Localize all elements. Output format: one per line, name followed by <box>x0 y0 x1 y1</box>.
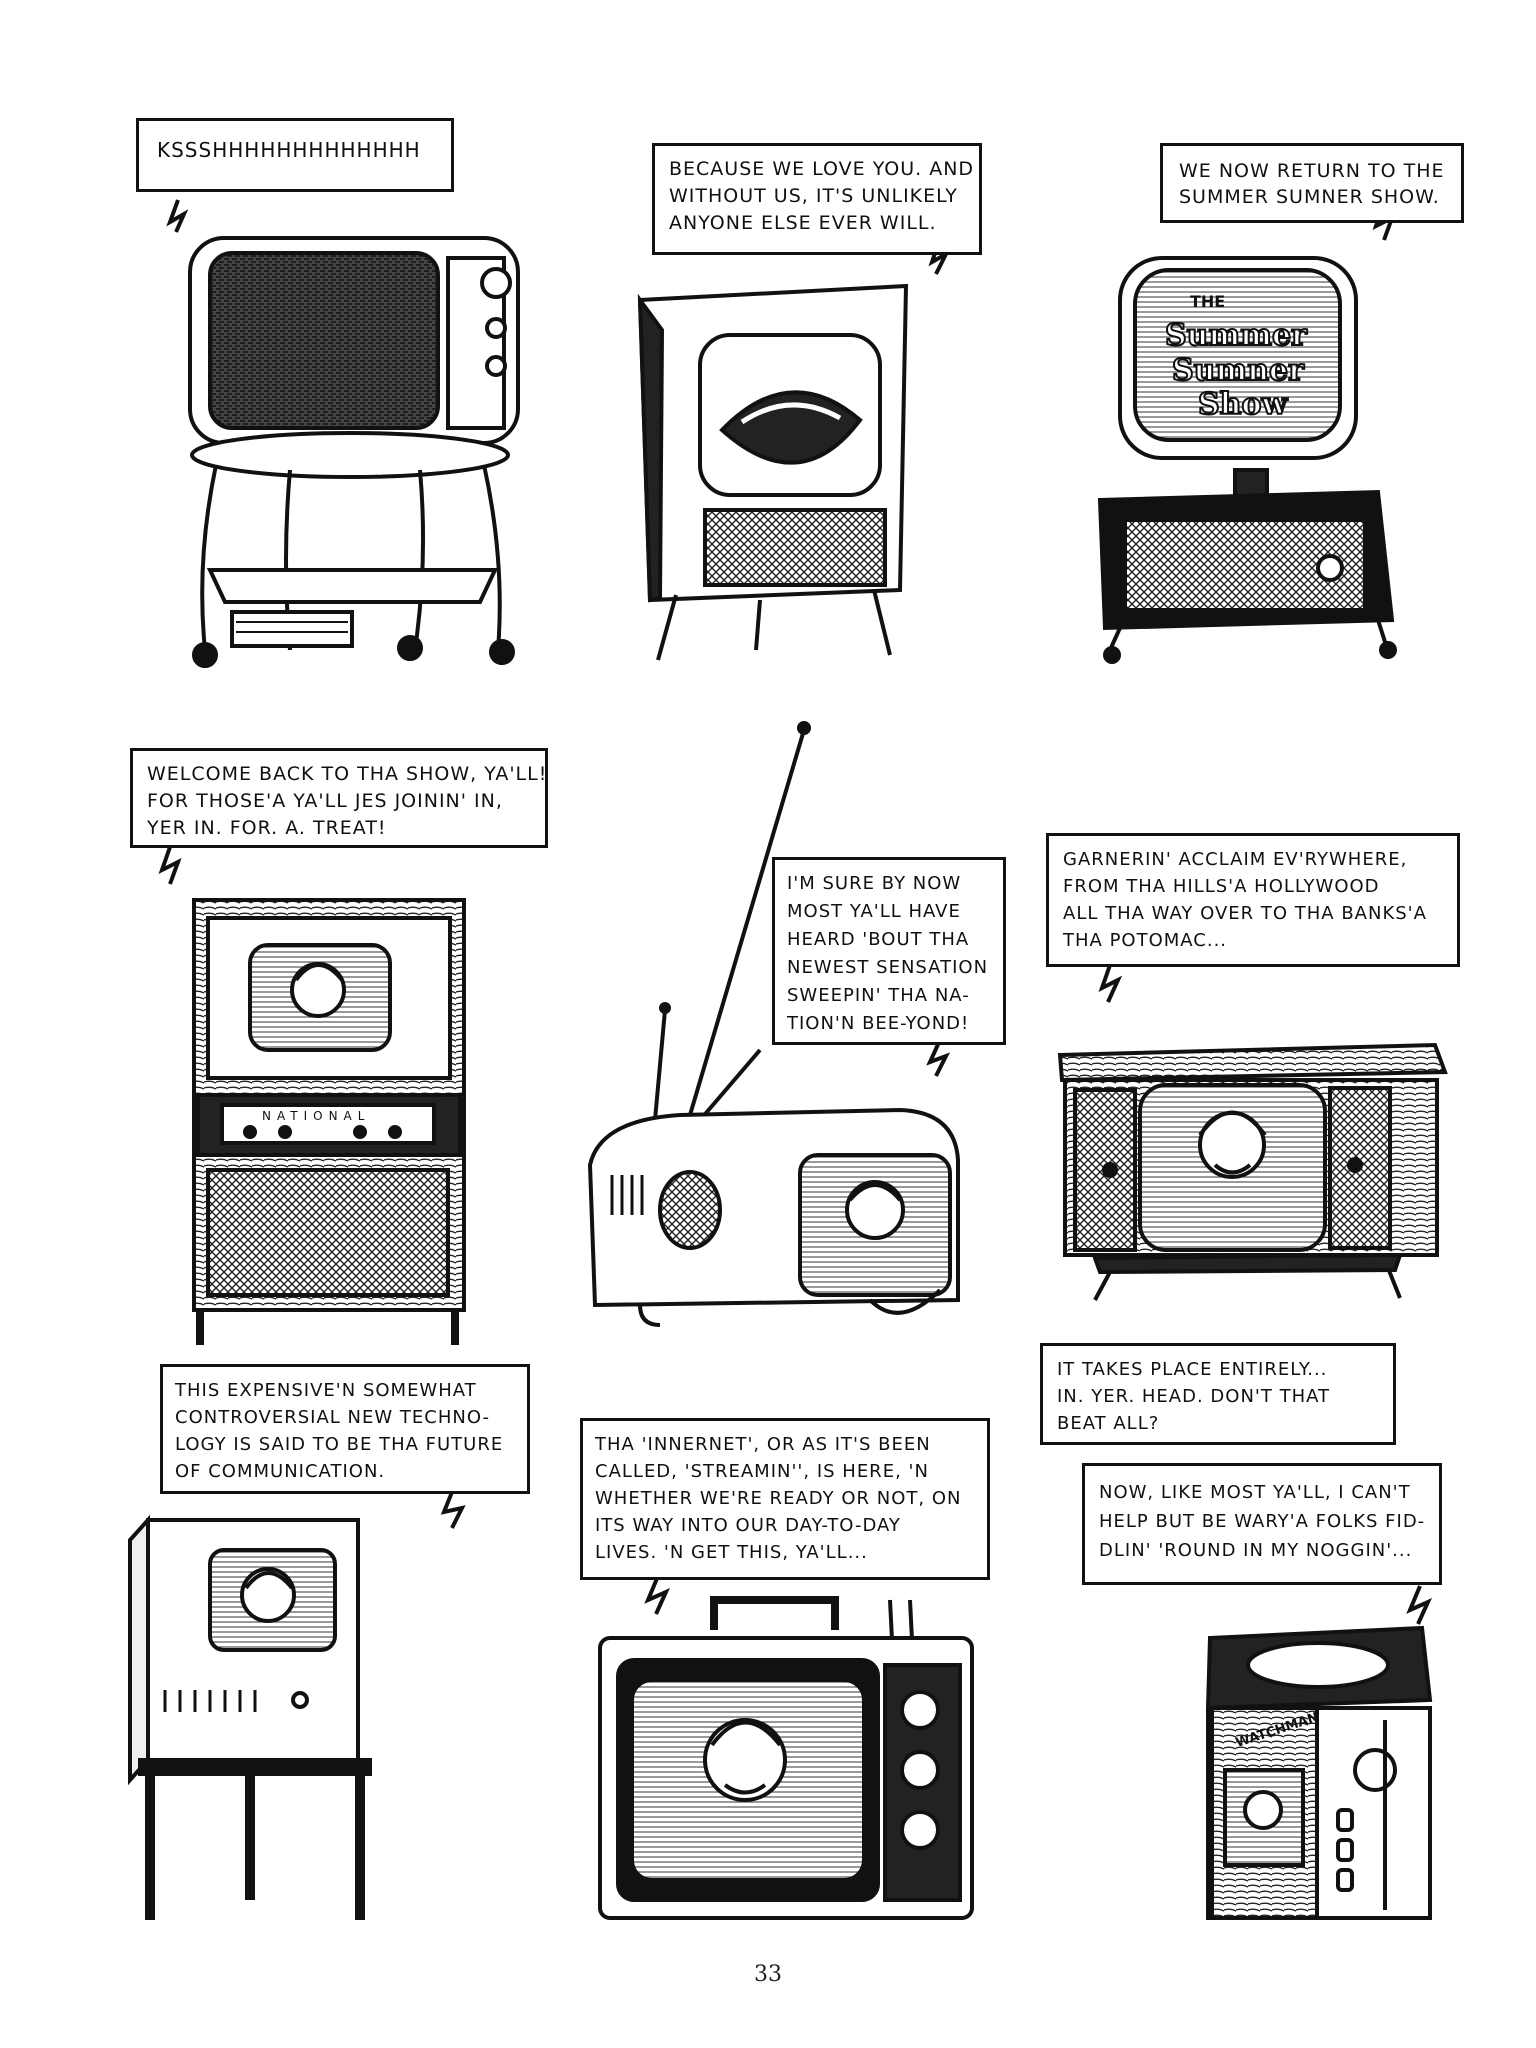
tv-portable-antenna <box>587 721 960 1327</box>
speech-line: WELCOME BACK TO THA SHOW, YA'LL! <box>147 763 548 785</box>
speech-line: ALL THA WAY OVER TO THA BANKS'A <box>1063 903 1427 924</box>
speech-line: IN. YER. HEAD. DON'T THAT <box>1057 1386 1331 1407</box>
tv-portable-handle <box>598 1596 974 1920</box>
tv-wood-cabinet <box>1057 1042 1448 1301</box>
speech-line: WITHOUT US, IT'S UNLIKELY <box>669 185 958 207</box>
speech-line: NEWEST SENSATION <box>787 957 989 978</box>
speech-line: THA 'INNERNET', OR AS IT'S BEEN <box>595 1434 931 1455</box>
speech-line: WHETHER WE'RE READY OR NOT, ON <box>595 1488 962 1509</box>
speech-line: BEAT ALL? <box>1057 1413 1160 1434</box>
speech-bubble-welcome: WELCOME BACK TO THA SHOW, YA'LL! FOR THO… <box>130 748 548 848</box>
speech-line: THA POTOMAC... <box>1063 930 1228 951</box>
speech-line: LOGY IS SAID TO BE THA FUTURE <box>175 1434 504 1455</box>
speech-line: KSSSHHHHHHHHHHHHH <box>157 138 421 162</box>
speech-line: SWEEPIN' THA NA- <box>787 985 970 1006</box>
speech-bubble-internet: THA 'INNERNET', OR AS IT'S BEEN CALLED, … <box>580 1418 990 1580</box>
speech-bubble-noggin: NOW, LIKE MOST YA'LL, I CAN'T HELP BUT B… <box>1082 1463 1442 1585</box>
speech-line: ANYONE ELSE EVER WILL. <box>669 212 937 234</box>
speech-line: BECAUSE WE LOVE YOU. AND <box>669 158 975 180</box>
speech-line: FROM THA HILLS'A HOLLYWOOD <box>1063 876 1380 897</box>
speech-bubble-technology: THIS EXPENSIVE'N SOMEWHAT CONTROVERSIAL … <box>160 1364 530 1494</box>
speech-line: DLIN' 'ROUND IN MY NOGGIN'... <box>1099 1540 1413 1561</box>
speech-line: IT TAKES PLACE ENTIRELY... <box>1057 1359 1328 1380</box>
speech-bubble-love: BECAUSE WE LOVE YOU. AND WITHOUT US, IT'… <box>652 143 982 255</box>
speech-line: YER IN. FOR. A. TREAT! <box>147 817 387 839</box>
speech-line: CONTROVERSIAL NEW TECHNO- <box>175 1407 491 1428</box>
speech-line: CALLED, 'STREAMIN'', IS HERE, 'N <box>595 1461 929 1482</box>
tv-watchman: WATCHMAN <box>1205 1625 1433 1920</box>
speech-line: SUMMER SUMNER SHOW. <box>1179 186 1440 208</box>
show-title-show: Show <box>1198 387 1288 422</box>
speech-line: MOST YA'LL HAVE <box>787 901 961 922</box>
speech-bubble-sensation: I'M SURE BY NOW MOST YA'LL HAVE HEARD 'B… <box>772 857 1006 1045</box>
speech-bubble-acclaim: GARNERIN' ACCLAIM EV'RYWHERE, FROM THA H… <box>1046 833 1460 967</box>
speech-line: THIS EXPENSIVE'N SOMEWHAT <box>175 1380 477 1401</box>
speech-bubble-return: WE NOW RETURN TO THE SUMMER SUMNER SHOW. <box>1160 143 1464 223</box>
speech-line: WE NOW RETURN TO THE <box>1179 160 1445 182</box>
speech-line: ITS WAY INTO OUR DAY-TO-DAY <box>595 1515 901 1536</box>
tv-national-console: NATIONAL <box>192 898 466 1345</box>
tv-show-title: THE Summer Sumner Show <box>1097 256 1397 664</box>
speech-bubble-head: IT TAKES PLACE ENTIRELY... IN. YER. HEAD… <box>1040 1343 1396 1445</box>
speech-line: I'M SURE BY NOW <box>787 873 962 894</box>
speech-line: TION'N BEE-YOND! <box>787 1013 970 1034</box>
tv-on-legs <box>128 1514 372 1920</box>
speech-line: HEARD 'BOUT THA <box>787 929 970 950</box>
speech-bubble-static: KSSSHHHHHHHHHHHHH <box>136 118 454 192</box>
page-number: 33 <box>754 1962 782 1987</box>
show-title-the: THE <box>1190 292 1225 311</box>
tv-portable-on-cart <box>188 236 520 668</box>
show-title-summer: Summer <box>1165 318 1308 353</box>
show-title-sumner: Sumner <box>1172 353 1305 388</box>
speech-line: GARNERIN' ACCLAIM EV'RYWHERE, <box>1063 849 1408 870</box>
national-brand-label: NATIONAL <box>262 1109 370 1123</box>
speech-line: LIVES. 'N GET THIS, YA'LL... <box>595 1542 868 1563</box>
tv-console-mouth <box>637 283 909 661</box>
speech-line: OF COMMUNICATION. <box>175 1461 386 1482</box>
speech-line: HELP BUT BE WARY'A FOLKS FID- <box>1099 1511 1426 1532</box>
speech-line: FOR THOSE'A YA'LL JES JOININ' IN, <box>147 790 503 812</box>
speech-line: NOW, LIKE MOST YA'LL, I CAN'T <box>1099 1482 1411 1503</box>
